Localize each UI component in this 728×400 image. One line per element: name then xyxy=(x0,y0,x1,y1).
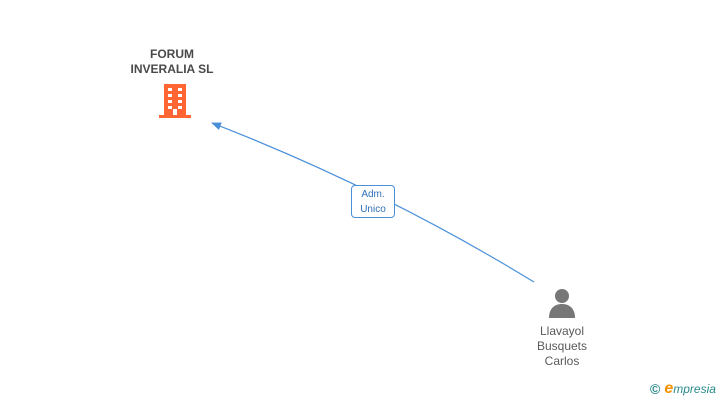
empresia-logo: e mpresia xyxy=(664,380,716,398)
company-name[interactable]: FORUM INVERALIA SL xyxy=(130,47,214,76)
brand-name: mpresia xyxy=(673,382,716,396)
building-icon[interactable] xyxy=(159,84,191,118)
person-name[interactable]: Llavayol Busquets Carlos xyxy=(536,324,588,368)
watermark: © e mpresia xyxy=(650,380,716,398)
person-icon[interactable] xyxy=(546,287,578,319)
role-badge[interactable]: Adm. Unico xyxy=(351,185,395,218)
copyright-icon: © xyxy=(650,381,661,397)
brand-initial: e xyxy=(664,380,674,397)
